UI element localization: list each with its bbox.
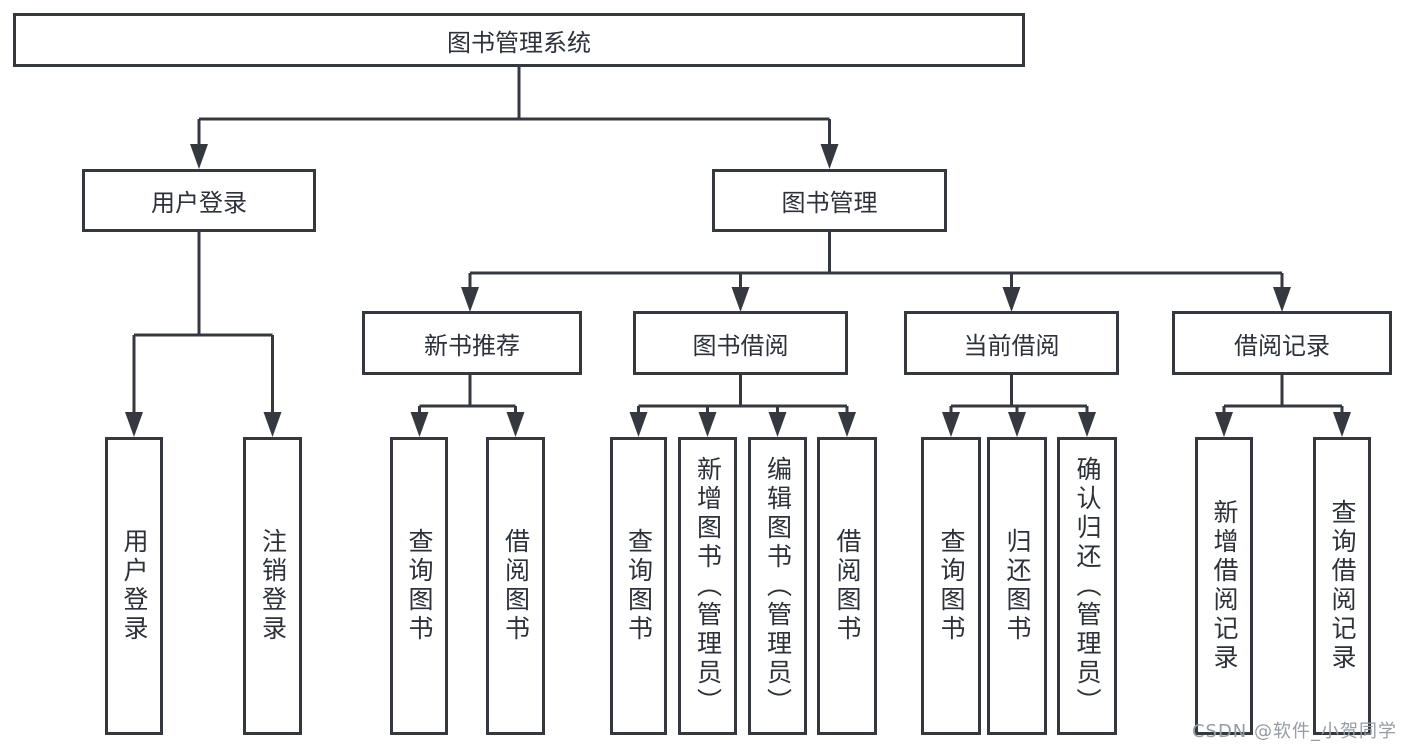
node-current-borrow: 当前借阅 bbox=[904, 311, 1119, 375]
leaf-logout-login: 注销登录 bbox=[243, 437, 302, 735]
csdn-watermark: CSDN @软件_小贺同学 bbox=[1191, 721, 1397, 742]
leaf-add-book-admin: 新增图书（管理员） bbox=[678, 437, 737, 735]
leaf-query-borrow-record: 查询借阅记录 bbox=[1313, 437, 1371, 735]
node-book-borrow: 图书借阅 bbox=[633, 311, 848, 375]
leaf-query-book-borrow: 查询图书 bbox=[610, 437, 667, 735]
leaf-add-borrow-record: 新增借阅记录 bbox=[1195, 437, 1253, 735]
leaf-query-book-current: 查询图书 bbox=[921, 437, 981, 735]
node-new-book-recommend: 新书推荐 bbox=[362, 311, 582, 375]
node-book-management: 图书管理 bbox=[712, 169, 947, 232]
leaf-borrow-book-recommend: 借阅图书 bbox=[486, 437, 545, 735]
leaf-query-book-recommend: 查询图书 bbox=[390, 437, 448, 735]
leaf-edit-book-admin: 编辑图书（管理员） bbox=[748, 437, 807, 735]
leaf-user-login: 用户登录 bbox=[105, 437, 163, 735]
leaf-borrow-book: 借阅图书 bbox=[817, 437, 877, 735]
node-borrow-records: 借阅记录 bbox=[1172, 311, 1392, 375]
node-user-login: 用户登录 bbox=[82, 169, 316, 232]
leaf-return-book: 归还图书 bbox=[987, 437, 1047, 735]
node-root-system: 图书管理系统 bbox=[13, 13, 1025, 67]
leaf-confirm-return-admin: 确认归还（管理员） bbox=[1057, 437, 1117, 735]
